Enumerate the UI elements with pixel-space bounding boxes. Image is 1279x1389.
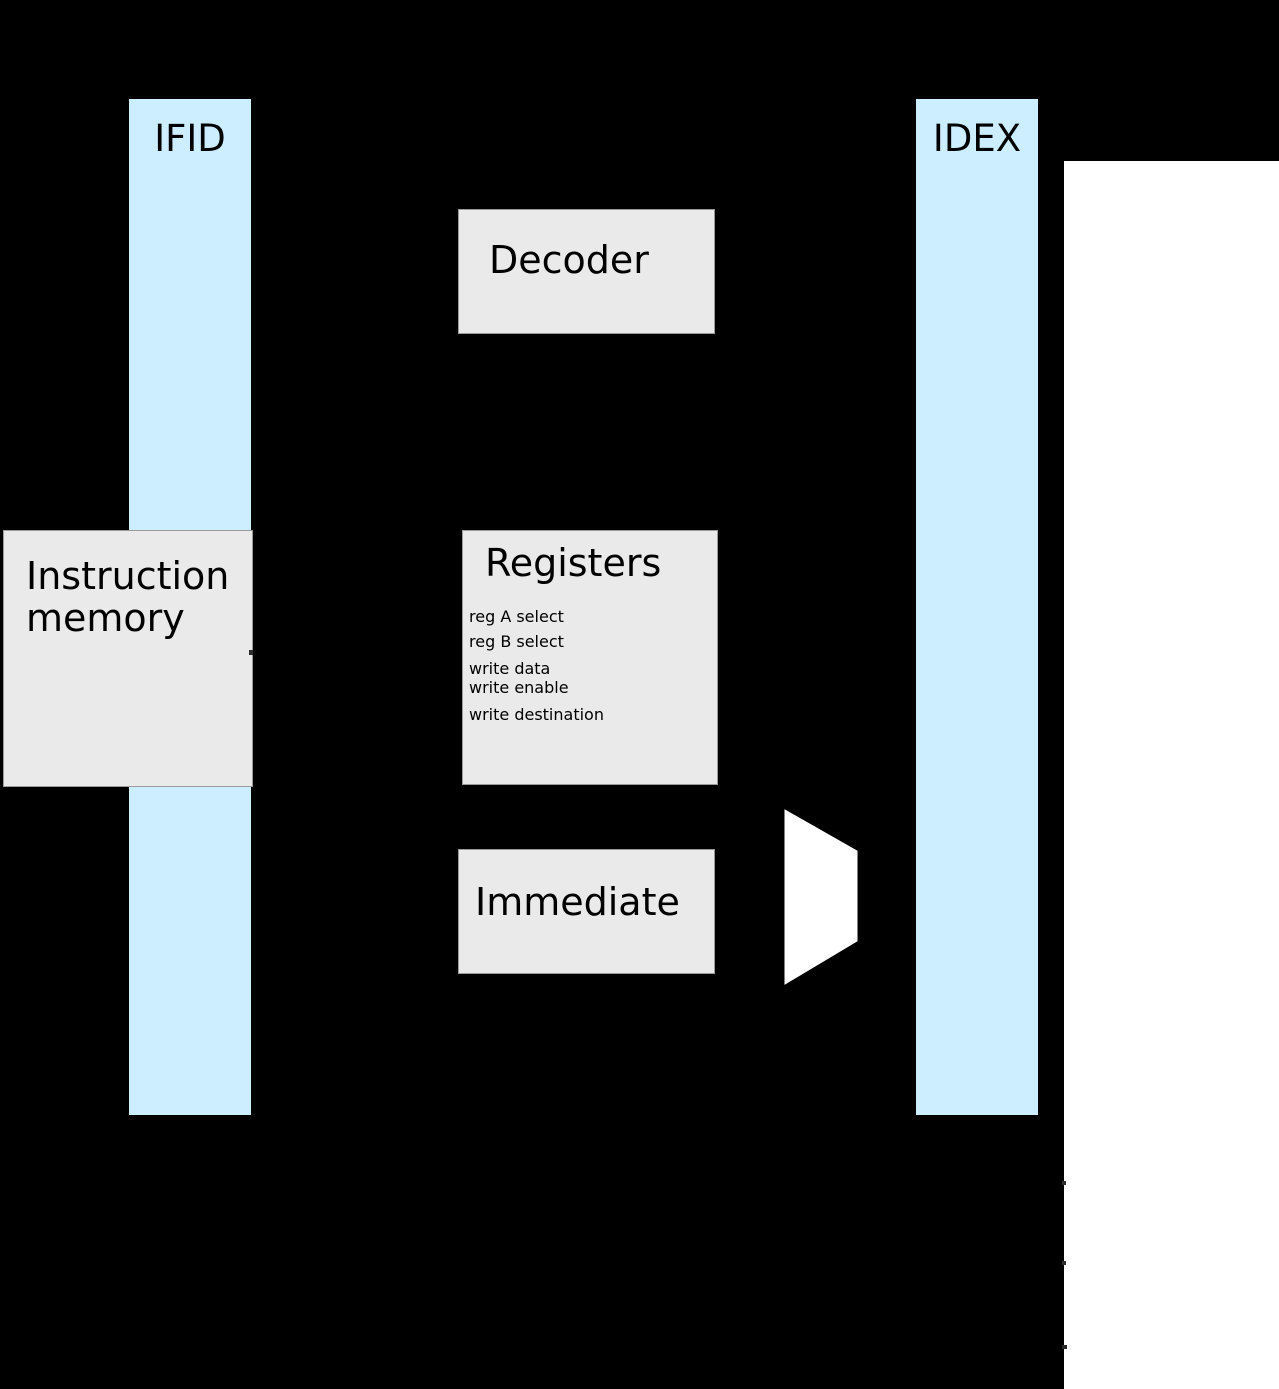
registers-signal-reg-b-select: reg B select	[469, 631, 564, 651]
connector-tick-panel-middle	[1062, 1261, 1066, 1265]
instruction-memory-block[interactable]: Instruction memory	[3, 530, 253, 787]
connector-tick-instruction-memory	[249, 650, 253, 655]
registers-block[interactable]: Registers reg A select reg B select writ…	[462, 530, 718, 785]
operand-multiplexer[interactable]	[784, 808, 860, 986]
registers-signal-list: reg A select reg B select write data wri…	[463, 585, 717, 723]
immediate-block-title: Immediate	[475, 880, 680, 924]
connector-tick-panel-lower	[1062, 1345, 1067, 1349]
right-white-panel	[1064, 161, 1279, 1389]
registers-signal-write-enable: write enable	[469, 677, 569, 697]
immediate-block[interactable]: Immediate	[458, 849, 715, 974]
connector-tick-panel-upper	[1062, 1181, 1066, 1185]
registers-block-title: Registers	[485, 541, 662, 585]
id-ex-pipeline-register[interactable]: IDEX	[915, 98, 1039, 1116]
registers-signal-write-data: write data	[469, 658, 551, 678]
decoder-block-title: Decoder	[489, 238, 649, 282]
registers-signal-write-destination: write destination	[469, 704, 604, 724]
registers-signal-reg-a-select: reg A select	[469, 606, 564, 626]
decoder-block[interactable]: Decoder	[458, 209, 715, 334]
id-ex-pipeline-register-label: IDEX	[932, 117, 1022, 160]
instruction-memory-block-title: Instruction memory	[26, 554, 230, 640]
mux-trapezoid-icon	[784, 809, 858, 985]
if-id-pipeline-register-label: IFID	[154, 117, 226, 160]
